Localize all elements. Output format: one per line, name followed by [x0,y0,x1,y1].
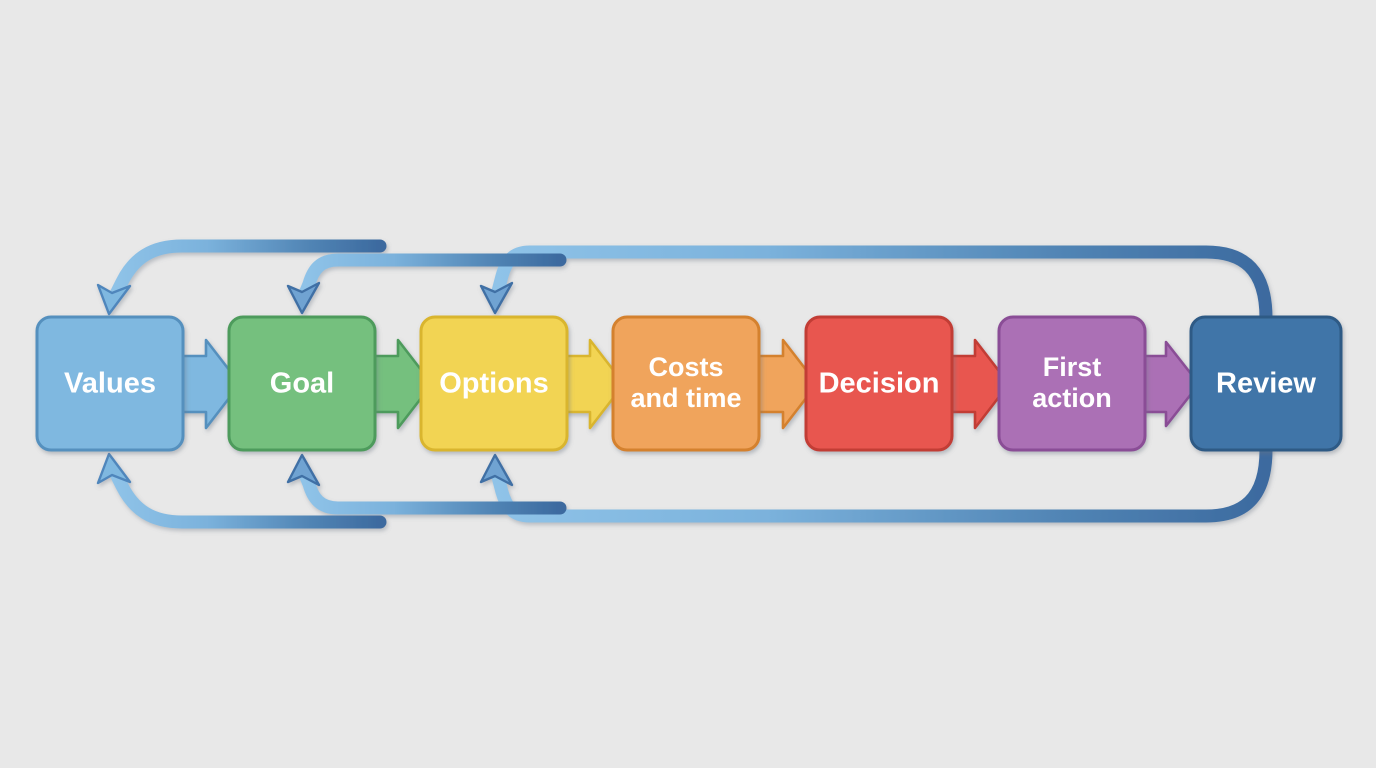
review-to-goal-bottom [297,465,567,515]
review-to-options-top [490,245,1273,325]
step-first-action-label-line1: First [1043,352,1102,382]
step-goal-label: Goal [270,368,334,400]
review-to-options-bottom-arrowhead [479,453,514,487]
step-first-action-label-line2: action [1032,383,1112,413]
step-goal[interactable]: Goal [227,315,377,452]
process-steps-group: Values Goal Options Costs and time Decis… [35,315,1343,452]
step-decision-label: Decision [819,368,940,400]
step-first-action-box[interactable] [997,315,1147,452]
connector-arrows-group [178,338,1201,430]
step-values-label: Values [64,368,156,400]
step-review-label: Review [1216,368,1316,400]
review-to-values-bottom [107,463,387,529]
step-options[interactable]: Options [419,315,569,452]
step-review[interactable]: Review [1189,315,1343,452]
review-to-options-top-arrowhead [479,281,514,315]
feedback-loop-top [96,239,1273,325]
step-costs-and-time-label-line1: Costs [648,352,723,382]
step-values[interactable]: Values [35,315,185,452]
review-to-values-top [107,239,387,305]
step-decision[interactable]: Decision [804,315,954,452]
step-values-box[interactable] [35,315,185,452]
review-to-values-bottom-arrowhead [96,452,132,485]
review-to-goal-bottom-arrowhead [286,453,321,487]
step-costs-and-time-label-line2: and time [630,383,741,413]
connector-costs-to-decision [755,338,819,430]
feedback-loop-bottom [96,443,1273,529]
review-to-options-top-outline [497,252,1266,318]
step-decision-box[interactable] [804,315,954,452]
review-to-values-top-arrowhead [96,283,132,316]
step-costs-and-time-box[interactable] [611,315,761,452]
step-options-label: Options [439,368,549,400]
step-options-box[interactable] [419,315,569,452]
step-goal-box[interactable] [227,315,377,452]
step-review-box[interactable] [1189,315,1343,452]
review-to-options-bottom [490,443,1273,523]
review-to-goal-top [297,253,567,303]
feedback-loops-group [96,239,1273,529]
step-first-action[interactable]: First action [997,315,1147,452]
review-to-goal-top-arrowhead [286,281,321,315]
step-costs-and-time[interactable]: Costs and time [611,315,761,452]
